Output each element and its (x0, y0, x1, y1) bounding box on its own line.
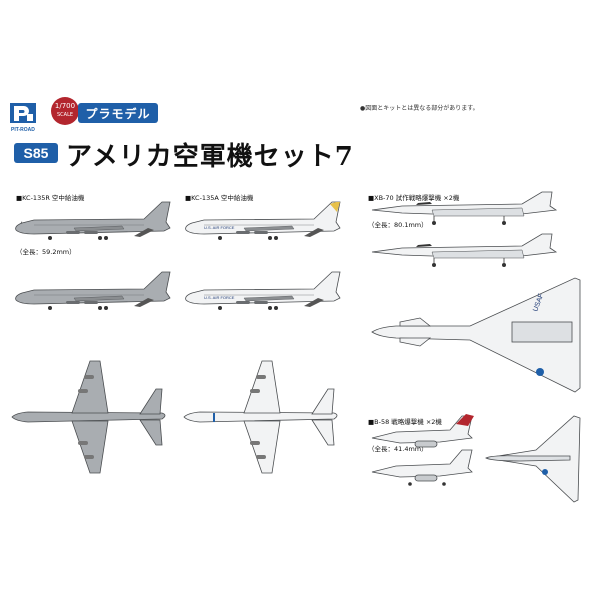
logo-text: PIT-ROAD (11, 127, 35, 133)
xb70-usaf-marking: USAF (532, 293, 545, 313)
kc135a-label: ■KC-135A 空中給油機 (185, 176, 253, 212)
kc135a-side-2: U.S. AIR FORCE (185, 271, 341, 311)
b58-label: ■B-58 戦略爆撃機 ×2機 （全長：41.4mm） (368, 400, 442, 463)
kc135r-side-2 (15, 271, 171, 311)
kc135a-marking-1: U.S. AIR FORCE (204, 225, 235, 230)
disclaimer-note: ●図面とキットとは異なる部分があります。 (360, 105, 479, 112)
kc135r-line2: （KC-135A と選択式）×2機 (16, 221, 101, 229)
pit-road-logo: PIT-ROAD (10, 103, 54, 133)
kc135a-line1: ■KC-135A 空中給油機 (185, 194, 254, 202)
xb70-top: USAF (371, 277, 581, 393)
scale-label: SCALE (56, 112, 74, 118)
xb70-line1: ■XB-70 試作戦略爆撃機 ×2機 (368, 194, 460, 202)
kc135a-marking-2: U.S. AIR FORCE (204, 295, 235, 300)
scale-value: 1/700 (54, 102, 76, 110)
xb70-line2: （全長：80.1mm） (368, 221, 428, 229)
b58-line2: （全長：41.4mm） (368, 445, 428, 453)
scale-badge: 1/700 SCALE (51, 97, 79, 125)
xb70-label: ■XB-70 試作戦略爆撃機 ×2機 （全長：80.1mm） (368, 176, 459, 239)
kc135r-top (11, 360, 166, 474)
kc135r-label: ■KC-135R 空中給油機 （KC-135A と選択式）×2機 （全長：59.… (16, 176, 101, 266)
product-code: S85 (14, 143, 58, 163)
b58-line1: ■B-58 戦略爆撃機 ×2機 (368, 418, 442, 426)
pit-road-logo-icon: PIT-ROAD (10, 103, 36, 133)
b58-top (485, 415, 581, 503)
category-label: プラモデル (78, 103, 158, 123)
kc135a-top (183, 360, 338, 474)
kc135r-line3: （全長：59.2mm） (16, 248, 76, 256)
product-title: アメリカ空軍機セット7 (66, 142, 354, 172)
kc135r-line1: ■KC-135R 空中給油機 (16, 194, 85, 202)
